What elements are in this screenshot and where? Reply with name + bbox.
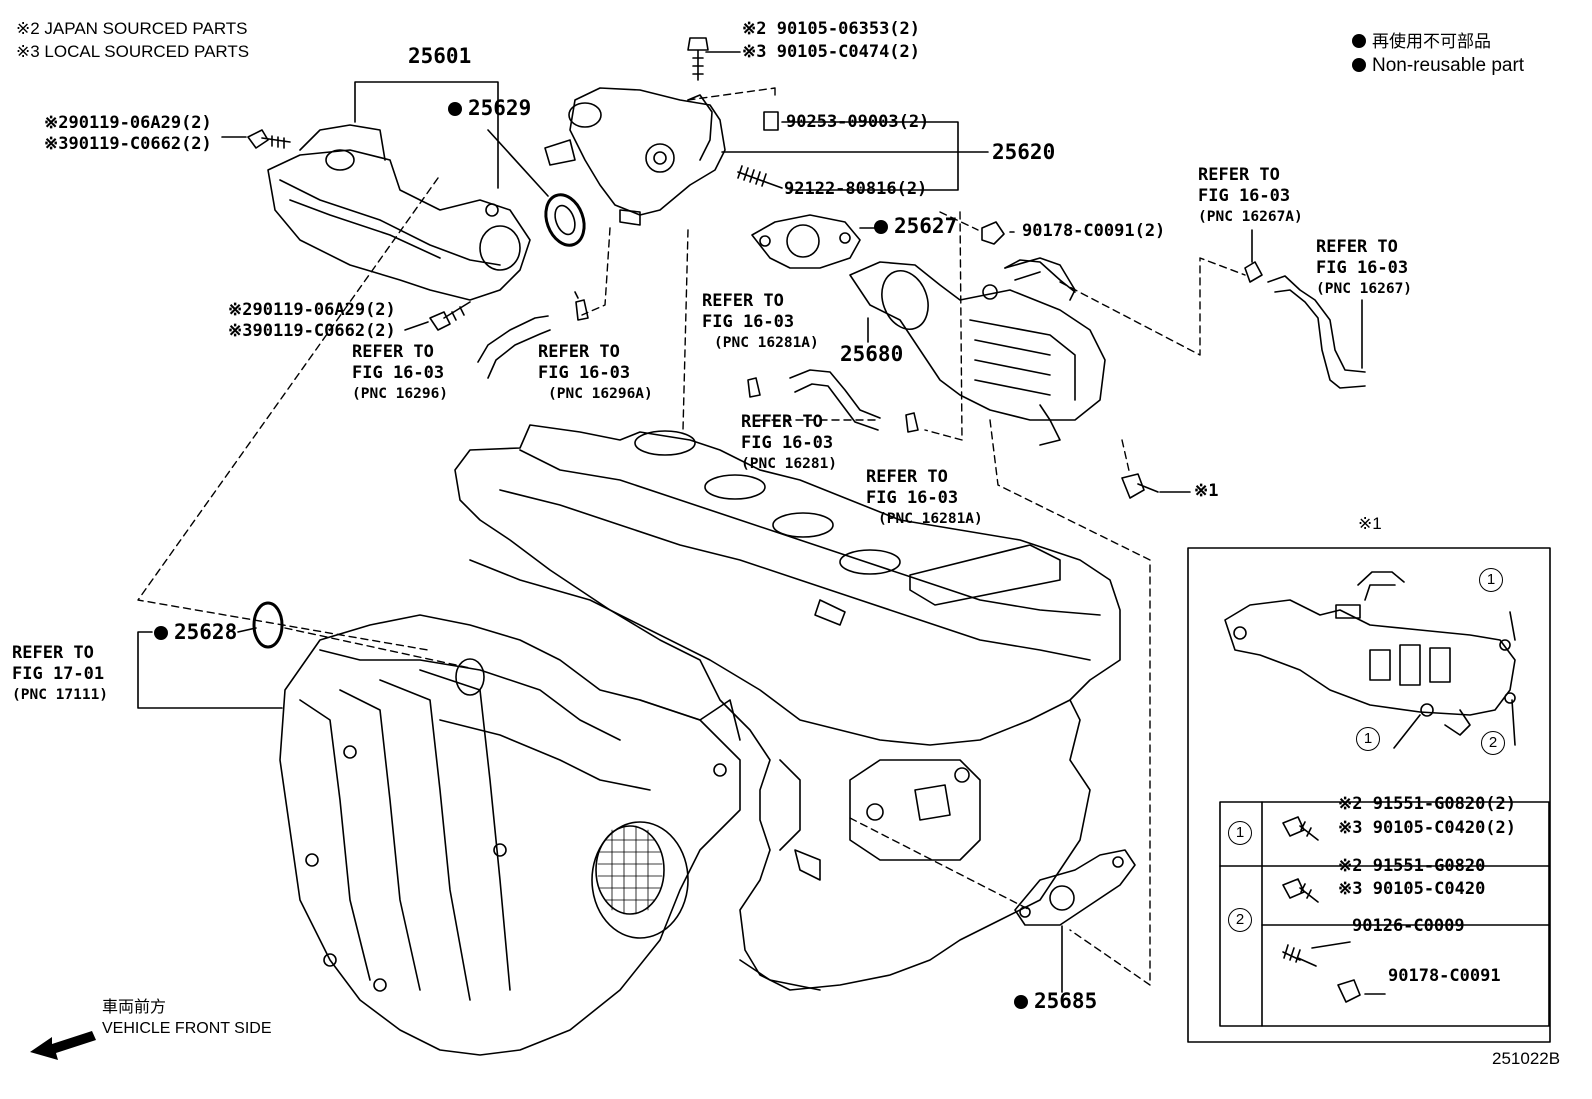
part-bolt-lower-jp: ※290119-06A29(2)	[228, 300, 396, 320]
egr-cooler-drawing	[849, 257, 1106, 446]
pnc-25627: 25627	[874, 216, 957, 237]
pnc-25601: 25601	[408, 44, 472, 68]
gasket-25628-drawing	[252, 601, 284, 649]
part-bolt-top-local: ※3 90105-C0474(2)	[742, 42, 921, 62]
non-reusable-dot-icon	[1014, 995, 1028, 1009]
detail-box-frame	[1187, 547, 1551, 1043]
engine-block-drawing	[454, 424, 1121, 991]
pnc-25685: 25685	[1014, 991, 1097, 1012]
pnc-25680: 25680	[840, 342, 904, 366]
non-reusable-dot-icon	[1352, 58, 1366, 72]
table-row-2-number: 2	[1228, 908, 1252, 932]
non-reusable-dot-icon	[448, 102, 462, 116]
table-row-2-part-b: ※3 90105-C0420	[1338, 879, 1486, 899]
table-row-1-number: 1	[1228, 821, 1252, 845]
table-row-2-part-a: ※2 91551-G0820	[1338, 856, 1486, 876]
egr-valve-drawing	[544, 87, 726, 226]
detail-callout-2: 2	[1481, 731, 1505, 755]
detail-box-leaders	[1393, 611, 1516, 749]
part-nut-90178: 90178-C0091(2)	[1022, 221, 1166, 241]
detail-callout-1-lower: 1	[1356, 727, 1380, 751]
hoses-drawing	[477, 259, 1366, 431]
part-bolt-upper-local: ※390119-C0662(2)	[44, 134, 212, 154]
part-bolt-upper-jp: ※290119-06A29(2)	[44, 113, 212, 133]
local-sourced-note: ※3 LOCAL SOURCED PARTS	[16, 42, 250, 61]
non-reusable-dot-icon	[154, 626, 168, 640]
legend-jp: 再使用不可部品	[1352, 33, 1491, 50]
table-row-2-part-d: 90178-C0091	[1388, 966, 1501, 986]
part-bolt-top-jp: ※2 90105-06353(2)	[742, 19, 921, 39]
detail-box-bolts	[1282, 816, 1386, 1003]
table-row-1-part-a: ※2 91551-G0820(2)	[1338, 794, 1517, 814]
gasket-25629-drawing	[544, 193, 586, 247]
non-reusable-dot-icon	[1352, 34, 1366, 48]
star1-marker: ※1	[1194, 481, 1219, 501]
gasket-25627-drawing	[751, 214, 861, 269]
legend-en: Non-reusable part	[1352, 56, 1524, 75]
intake-manifold-drawing	[279, 614, 741, 1056]
part-stud-92122: 92122-80816(2)	[784, 179, 928, 199]
detail-callout-1-upper: 1	[1479, 568, 1503, 592]
pnc-25629: 25629	[448, 98, 531, 119]
vehicle-front-en: VEHICLE FRONT SIDE	[102, 1020, 272, 1037]
leader-lines	[137, 51, 1363, 993]
figure-id: 251022B	[1492, 1049, 1561, 1068]
table-row-1-part-b: ※3 90105-C0420(2)	[1338, 818, 1517, 838]
egr-pipe-drawing	[267, 124, 531, 301]
japan-sourced-note: ※2 JAPAN SOURCED PARTS	[16, 19, 248, 38]
part-pin-90253: 90253-09003(2)	[786, 112, 930, 132]
vehicle-front-jp: 車両前方	[102, 999, 167, 1016]
table-row-2-part-c: 90126-C0009	[1352, 916, 1465, 936]
detail-box-cooler-drawing	[1224, 571, 1516, 736]
part-bolt-lower-local: ※390119-C0662(2)	[228, 321, 396, 341]
pnc-25620: 25620	[992, 140, 1056, 164]
vehicle-front-arrow-icon	[30, 1031, 96, 1060]
non-reusable-dot-icon	[874, 220, 888, 234]
dashed-lines	[137, 87, 1246, 986]
pnc-25628: 25628	[154, 622, 237, 643]
gasket-25685-drawing	[1014, 849, 1136, 926]
detail-box-title: ※1	[1358, 514, 1382, 533]
fasteners-drawing	[247, 37, 1263, 499]
